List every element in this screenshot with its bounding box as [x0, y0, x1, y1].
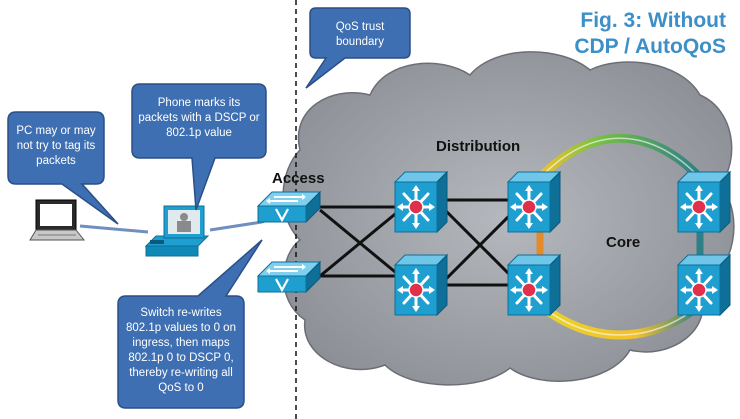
- callout-pc-line-1: PC may or may: [16, 125, 96, 137]
- callout-phone-bubble: [131, 83, 267, 211]
- callout-trust-boundary-line-1: QoS trust: [335, 21, 385, 33]
- callout-switch-line-5: thereby re-writing all: [129, 367, 233, 379]
- figure-title: Fig. 3: Without CDP / AutoQoS: [574, 8, 726, 60]
- callout-pc-line-3: packets: [36, 155, 76, 167]
- callout-phone-line-3: 802.1p value: [166, 127, 232, 139]
- figure-title-line-2: CDP / AutoQoS: [574, 35, 726, 58]
- callout-switch-line-6: QoS to 0: [158, 382, 204, 394]
- callout-trust-boundary: QoS trust boundary: [312, 20, 408, 50]
- label-distribution: Distribution: [436, 138, 521, 155]
- callout-phone-line-1: Phone marks its: [157, 97, 241, 109]
- access-switch-1: [256, 190, 322, 224]
- distribution-switch-4: [506, 253, 562, 317]
- links: [319, 198, 517, 287]
- callout-switch-line-4: 802.1p 0 to DSCP 0,: [128, 352, 234, 364]
- callout-switch: Switch re-writes 802.1p values to 0 on i…: [120, 306, 242, 396]
- distribution-switch-1: [393, 170, 449, 234]
- callout-pc-line-2: not try to tag its: [16, 140, 96, 152]
- distribution-switch-3: [506, 170, 562, 234]
- callout-pc-bubble: [7, 111, 119, 225]
- laptop-icon: [29, 199, 86, 241]
- callout-switch-bubble: [117, 239, 263, 409]
- access-switch-2: [256, 260, 322, 294]
- callout-phone: Phone marks its packets with a DSCP or 8…: [134, 96, 264, 141]
- core-ring: [535, 133, 705, 340]
- callout-switch-line-3: ingress, then maps: [132, 337, 230, 349]
- callout-phone-line-2: packets with a DSCP or: [138, 112, 260, 124]
- core-switch-1: [676, 170, 732, 234]
- figure-title-line-1: Fig. 3: Without: [580, 9, 726, 32]
- distribution-switch-2: [393, 253, 449, 317]
- callout-pc: PC may or may not try to tag its packets: [10, 124, 102, 169]
- callout-trust-boundary-bubble: [305, 7, 411, 89]
- callout-trust-boundary-line-2: boundary: [336, 36, 384, 48]
- callout-switch-line-2: 802.1p values to 0 on: [126, 322, 236, 334]
- label-core: Core: [606, 234, 641, 251]
- callout-switch-line-1: Switch re-writes: [140, 307, 222, 319]
- core-switch-2: [676, 253, 732, 317]
- label-access: Access: [272, 170, 325, 187]
- ip-phone-icon: [144, 205, 210, 257]
